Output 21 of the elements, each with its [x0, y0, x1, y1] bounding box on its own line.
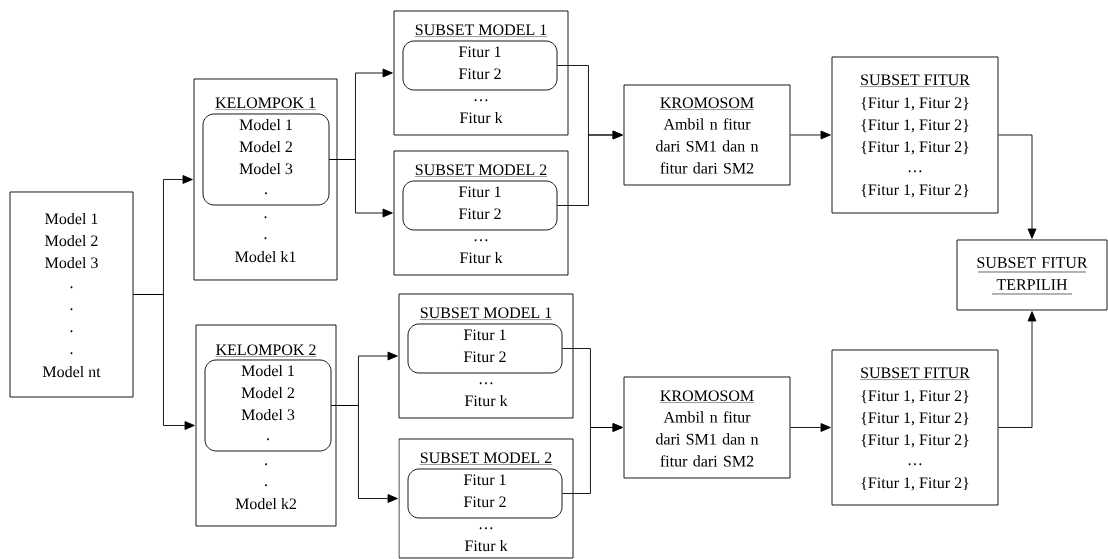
process-box: SUBSET FITUR {Fitur 1, Fitur 2} {Fitur 1, Fitur 2} {Fitur 1, Fitur 2} … {Fitur 1, Fitur 2}: [831, 349, 999, 506]
rounded-list-box: Fitur 1 Fitur 2: [402, 40, 558, 91]
process-box: SUBSET FITUR {Fitur 1, Fitur 2} {Fitur 1, Fitur 2} {Fitur 1, Fitur 2} … {Fitur 1, Fitur 2}: [831, 56, 999, 214]
rounded-list-box: Fitur 1 Fitur 2: [407, 323, 563, 374]
process-box: KROMOSOM Ambil n fitur dari SM1 dan n fitur dari SM2: [623, 84, 791, 186]
process-box: KROMOSOM Ambil n fitur dari SM1 dan n fitur dari SM2: [623, 376, 791, 479]
rounded-list-box: Fitur 1 Fitur 2: [407, 468, 563, 519]
rounded-list-box: Model 1 Model 2 Model 3 .: [202, 113, 330, 206]
arrow: [331, 405, 398, 503]
arrow: [998, 134, 1037, 239]
arrow: [133, 294, 195, 430]
arrow: [790, 130, 831, 140]
process-box: SUBSET FITUR TERPILIH: [956, 239, 1108, 311]
arrow: [329, 159, 393, 218]
rounded-list-box: Model 1 Model 2 Model 3 .: [204, 359, 332, 452]
arrow: [790, 423, 831, 432]
process-box: Model 1 Model 2 Model 3 . . . . Model nt: [9, 191, 134, 398]
arrow: [998, 311, 1037, 428]
arrow: [562, 423, 623, 494]
rounded-list-box: Fitur 1 Fitur 2: [402, 180, 558, 231]
arrow: [557, 130, 623, 206]
